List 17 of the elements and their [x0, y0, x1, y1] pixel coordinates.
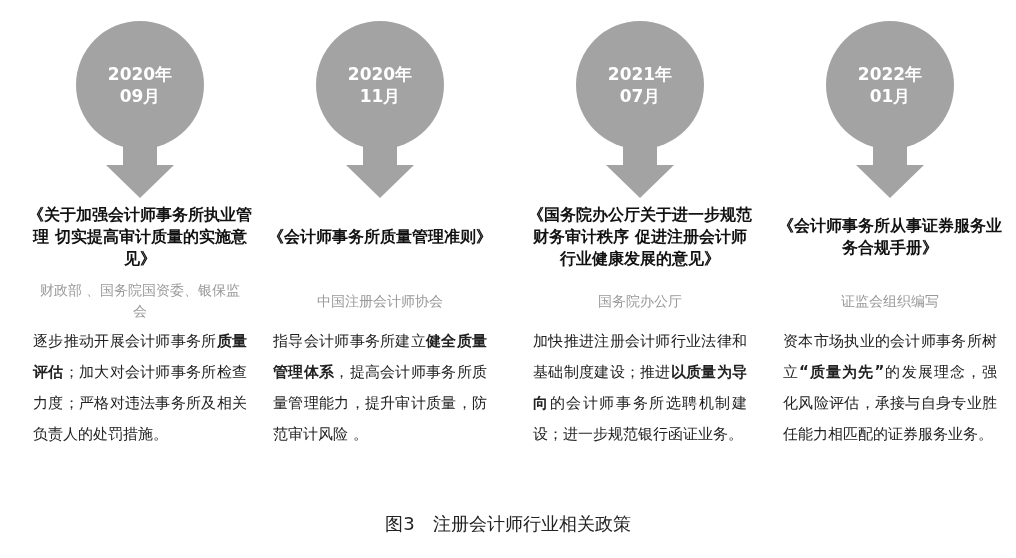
policy-description: 逐步推动开展会计师事务所质量评估；加大对会计师事务所检查力度；严格对违法事务所及相关负责人的处罚措施。 [33, 332, 247, 443]
date-label: 2020年11月 [346, 63, 414, 107]
date-label: 2020年09月 [106, 63, 174, 107]
issuer-label: 财政部 、国务院国资委、银保监会 [38, 281, 242, 321]
issuer-label: 中国注册会计师协会 [317, 291, 443, 311]
date-label: 2021年07月 [606, 63, 674, 107]
issuer-label: 国务院办公厅 [598, 291, 682, 311]
figure-caption: 图3 注册会计师行业相关政策 [385, 513, 631, 534]
issuer-label: 证监会组织编写 [841, 291, 939, 311]
policy-description: 加快推进注册会计师行业法律和基础制度建设；推进以质量为导向的会计师事务所选聘机制建设；进一步规范银行函证业务。 [533, 332, 747, 443]
date-label: 2022年01月 [856, 63, 924, 107]
policy-description: 指导会计师事务所建立健全质量管理体系，提高会计师事务所质量管理能力，提升审计质量，防范审计风险 。 [273, 332, 487, 443]
policy-title: 《关于加强会计师事务所执业管理 切实提高审计质量的实施意见》 [27, 204, 253, 270]
policy-title: 《会计师事务所质量管理准则》 [268, 226, 492, 248]
policy-description: 资本市场执业的会计师事务所树立“质量为先”的发展理念，强化风险评估，承接与自身专业胜任能力相匹配的证券服务业务。 [783, 332, 998, 443]
policy-title: 《会计师事务所从事证券服务业务合规手册》 [777, 215, 1003, 259]
policy-title: 《国务院办公厅关于进一步规范财务审计秩序 促进注册会计师行业健康发展的意见》 [527, 204, 753, 270]
